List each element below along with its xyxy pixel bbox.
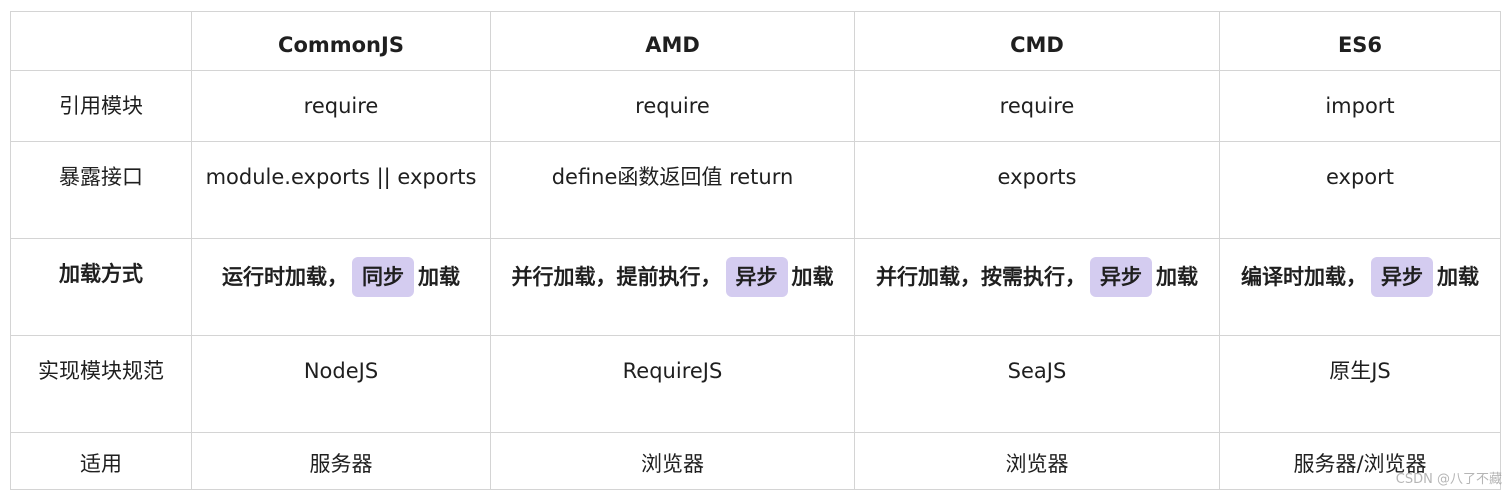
cell-es6: 服务器/浏览器 bbox=[1219, 432, 1501, 490]
comparison-table-wrapper: CommonJS AMD CMD ES6 引用模块 require requir… bbox=[10, 11, 1501, 490]
row-implementation: 实现模块规范 NodeJS RequireJS SeaJS 原生JS bbox=[10, 335, 1501, 433]
load-text-after: 加载 bbox=[1156, 265, 1198, 289]
row-label: 引用模块 bbox=[10, 70, 192, 142]
row-applicable: 适用 服务器 浏览器 浏览器 服务器/浏览器 bbox=[10, 432, 1501, 490]
cell-cmd: 浏览器 bbox=[854, 432, 1220, 490]
async-tag: 异步 bbox=[1090, 257, 1152, 297]
row-export-interface: 暴露接口 module.exports || exports define函数返… bbox=[10, 141, 1501, 239]
async-tag: 异步 bbox=[1371, 257, 1433, 297]
row-label: 适用 bbox=[10, 432, 192, 490]
async-tag: 异步 bbox=[725, 257, 788, 297]
header-amd: AMD bbox=[490, 11, 855, 71]
cell-amd: 浏览器 bbox=[490, 432, 855, 490]
cell-es6: 编译时加载，异步加载 bbox=[1219, 238, 1501, 336]
cell-cmd: 并行加载，按需执行，异步加载 bbox=[854, 238, 1220, 336]
cell-cmd: SeaJS bbox=[854, 335, 1220, 433]
load-text-after: 加载 bbox=[791, 265, 834, 289]
cell-amd: 并行加载，提前执行，异步加载 bbox=[490, 238, 855, 336]
module-spec-comparison-table: CommonJS AMD CMD ES6 引用模块 require requir… bbox=[10, 11, 1501, 490]
load-text-before: 运行时加载， bbox=[222, 265, 348, 289]
cell-es6: import bbox=[1219, 70, 1501, 142]
load-text-after: 加载 bbox=[418, 265, 460, 289]
cell-commonjs: require bbox=[191, 70, 491, 142]
cell-es6: export bbox=[1219, 141, 1501, 239]
load-text-before: 并行加载，按需执行， bbox=[876, 265, 1086, 289]
cell-commonjs: 服务器 bbox=[191, 432, 491, 490]
sync-tag: 同步 bbox=[352, 257, 414, 297]
load-text-before: 编译时加载， bbox=[1241, 265, 1367, 289]
header-es6: ES6 bbox=[1219, 11, 1501, 71]
header-row: CommonJS AMD CMD ES6 bbox=[10, 11, 1501, 71]
cell-commonjs: NodeJS bbox=[191, 335, 491, 433]
csdn-watermark: CSDN @八了不藏 bbox=[1395, 472, 1502, 487]
cell-cmd: require bbox=[854, 70, 1220, 142]
cell-commonjs: 运行时加载，同步加载 bbox=[191, 238, 491, 336]
cell-commonjs: module.exports || exports bbox=[191, 141, 491, 239]
row-label: 实现模块规范 bbox=[10, 335, 192, 433]
row-label: 加载方式 bbox=[10, 238, 192, 336]
row-label: 暴露接口 bbox=[10, 141, 192, 239]
row-load-method: 加载方式 运行时加载，同步加载 并行加载，提前执行，异步加载 并行加载，按需执行… bbox=[10, 238, 1501, 336]
cell-amd: RequireJS bbox=[490, 335, 855, 433]
cell-es6: 原生JS bbox=[1219, 335, 1501, 433]
load-text-before: 并行加载，提前执行， bbox=[511, 265, 722, 289]
cell-amd: define函数返回值 return bbox=[490, 141, 855, 239]
load-text-after: 加载 bbox=[1437, 265, 1479, 289]
cell-cmd: exports bbox=[854, 141, 1220, 239]
header-commonjs: CommonJS bbox=[191, 11, 491, 71]
row-import-module: 引用模块 require require require import bbox=[10, 70, 1501, 142]
header-corner bbox=[10, 11, 192, 71]
header-cmd: CMD bbox=[854, 11, 1220, 71]
cell-amd: require bbox=[490, 70, 855, 142]
